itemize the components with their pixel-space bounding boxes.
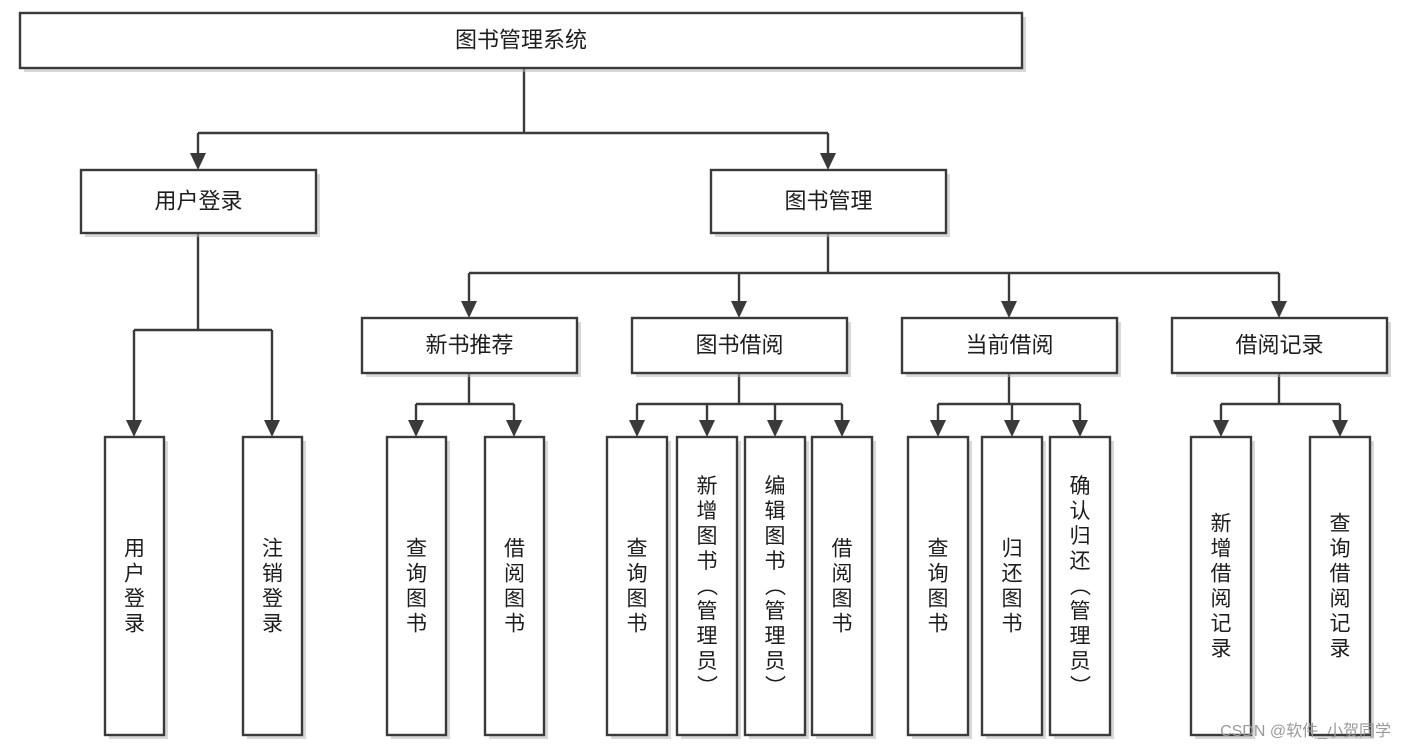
node-box[interactable]: [241, 435, 304, 737]
node-box[interactable]: [1308, 435, 1372, 737]
node-label: 用户登录: [124, 538, 145, 636]
node-label: 借阅图书: [832, 538, 853, 636]
node-leaf-query-book-3[interactable]: 查询图书: [906, 435, 972, 739]
node-box[interactable]: [980, 435, 1044, 737]
node-label: 图书管理系统: [455, 27, 587, 52]
node-box[interactable]: [810, 435, 874, 737]
node-root[interactable]: 图书管理系统: [18, 11, 1026, 72]
node-box[interactable]: [18, 11, 1024, 70]
node-box[interactable]: [103, 435, 166, 737]
node-new-book-rec[interactable]: 新书推荐: [360, 316, 581, 377]
connector-borrow-record-bus: [1213, 373, 1348, 437]
watermark-label: CSDN @软件_小贺同学: [1220, 723, 1391, 740]
node-leaf-add-book[interactable]: 新增图书（管理员）: [675, 435, 741, 739]
node-label: 查询图书: [928, 538, 949, 636]
node-box[interactable]: [483, 435, 546, 737]
node-box[interactable]: [1048, 435, 1112, 737]
connector-book-manage-bus: [461, 233, 1287, 318]
node-leaf-query-book-1[interactable]: 查询图书: [385, 435, 450, 739]
node-layer: 图书管理系统用户登录图书管理新书推荐图书借阅当前借阅借阅记录用户登录注销登录查询…: [18, 11, 1391, 739]
node-label: 借阅记录: [1235, 332, 1323, 357]
node-book-borrow[interactable]: 图书借阅: [630, 316, 851, 377]
node-label: 查询图书: [627, 538, 648, 636]
node-label: 新书推荐: [425, 332, 513, 357]
node-book-manage[interactable]: 图书管理: [709, 168, 950, 237]
node-label: 图书管理: [784, 188, 872, 213]
node-leaf-query-book-2[interactable]: 查询图书: [605, 435, 671, 739]
node-leaf-edit-book[interactable]: 编辑图书（管理员）: [743, 435, 809, 739]
connector-root-bus: [190, 68, 836, 170]
node-box[interactable]: [79, 168, 318, 235]
node-box[interactable]: [360, 316, 579, 375]
node-label: 查询借阅记录: [1330, 513, 1351, 661]
node-borrow-record[interactable]: 借阅记录: [1170, 316, 1391, 377]
node-label: 当前借阅: [965, 332, 1053, 357]
node-leaf-query-record[interactable]: 查询借阅记录: [1308, 435, 1374, 739]
node-leaf-borrow-book-2[interactable]: 借阅图书: [810, 435, 876, 739]
node-label: 新增借阅记录: [1211, 513, 1232, 661]
node-label: 新增图书（管理员）: [697, 475, 719, 698]
node-label: 查询图书: [406, 538, 427, 636]
node-box[interactable]: [743, 435, 807, 737]
node-leaf-add-record[interactable]: 新增借阅记录: [1189, 435, 1255, 739]
connector-layer: [126, 68, 1348, 437]
node-label: 图书借阅: [695, 332, 783, 357]
node-box[interactable]: [900, 316, 1119, 375]
connector-book-borrow-bus: [629, 373, 850, 437]
node-leaf-user-login[interactable]: 用户登录: [103, 435, 168, 739]
node-box[interactable]: [1170, 316, 1389, 375]
node-box[interactable]: [605, 435, 669, 737]
connector-current-borrow-bus: [930, 373, 1088, 437]
node-leaf-confirm-return[interactable]: 确认归还（管理员）: [1048, 435, 1114, 739]
node-label: 编辑图书（管理员）: [765, 475, 787, 698]
node-box[interactable]: [1189, 435, 1253, 737]
node-current-borrow[interactable]: 当前借阅: [900, 316, 1121, 377]
node-label: 确认归还（管理员）: [1070, 475, 1092, 698]
node-label: 归还图书: [1002, 538, 1023, 636]
node-box[interactable]: [709, 168, 948, 235]
connector-user-login-bus: [126, 233, 280, 437]
node-leaf-return-book[interactable]: 归还图书: [980, 435, 1046, 739]
node-user-login[interactable]: 用户登录: [79, 168, 320, 237]
node-label: 注销登录: [262, 538, 283, 636]
node-leaf-user-logout[interactable]: 注销登录: [241, 435, 306, 739]
node-box[interactable]: [630, 316, 849, 375]
node-box[interactable]: [385, 435, 448, 737]
node-leaf-borrow-book-1[interactable]: 借阅图书: [483, 435, 548, 739]
node-label: 用户登录: [154, 188, 242, 213]
connector-new-book-rec-bus: [408, 373, 522, 437]
node-box[interactable]: [675, 435, 739, 737]
node-box[interactable]: [906, 435, 970, 737]
node-label: 借阅图书: [504, 538, 525, 636]
